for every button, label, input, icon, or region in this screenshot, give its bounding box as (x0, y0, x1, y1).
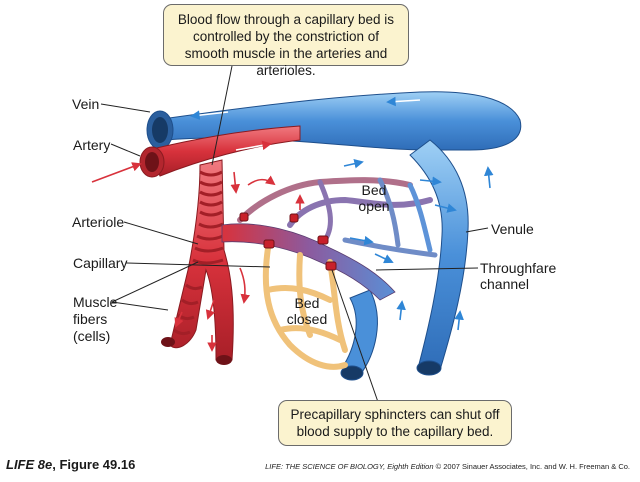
label-muscle-fibers: Muscle fibers (cells) (73, 294, 117, 345)
credit-rest: © 2007 Sinauer Associates, Inc. and W. H… (433, 462, 630, 471)
flow-arrows (91, 96, 494, 352)
label-bed-closed: Bed closed (282, 295, 332, 327)
label-bed-open-line1: Bed (361, 182, 387, 198)
label-muscle-fibers-line1: Muscle (73, 294, 118, 310)
callout-bottom: Precapillary sphincters can shut off blo… (278, 400, 512, 446)
figure-citation: LIFE 8e, Figure 49.16 (6, 457, 135, 472)
label-muscle-fibers-line2: fibers (73, 311, 108, 327)
capillary-bed-open (237, 177, 438, 258)
label-vein: Vein (72, 96, 100, 112)
callout-top: Blood flow through a capillary bed is co… (163, 4, 409, 78)
label-bed-closed-line2: closed (286, 311, 328, 327)
artery (139, 125, 301, 178)
copyright-credit: LIFE: THE SCIENCE OF BIOLOGY, Eighth Edi… (265, 462, 630, 471)
label-throughfare-line1: Throughfare (480, 260, 557, 276)
label-capillary: Capillary (73, 255, 128, 271)
label-bed-closed-line1: Bed (294, 295, 320, 311)
label-throughfare-line2: channel (480, 276, 530, 292)
label-bed-open-line2: open (358, 198, 390, 214)
label-venule: Venule (491, 221, 534, 237)
label-arteriole: Arteriole (72, 214, 125, 230)
book-title: LIFE 8e (6, 457, 53, 472)
arteriole (161, 159, 234, 365)
label-throughfare-channel: Throughfare channel (480, 260, 556, 292)
muscle-fiber-rings (173, 170, 224, 336)
leader-lines (100, 65, 489, 403)
credit-title: LIFE: THE SCIENCE OF BIOLOGY, Eighth Edi… (265, 462, 434, 471)
label-bed-open: Bed open (354, 182, 394, 214)
figure-number: , Figure 49.16 (52, 457, 136, 472)
precapillary-sphincters (239, 212, 337, 271)
label-muscle-fibers-line3: (cells) (73, 328, 111, 344)
label-artery: Artery (73, 137, 111, 153)
